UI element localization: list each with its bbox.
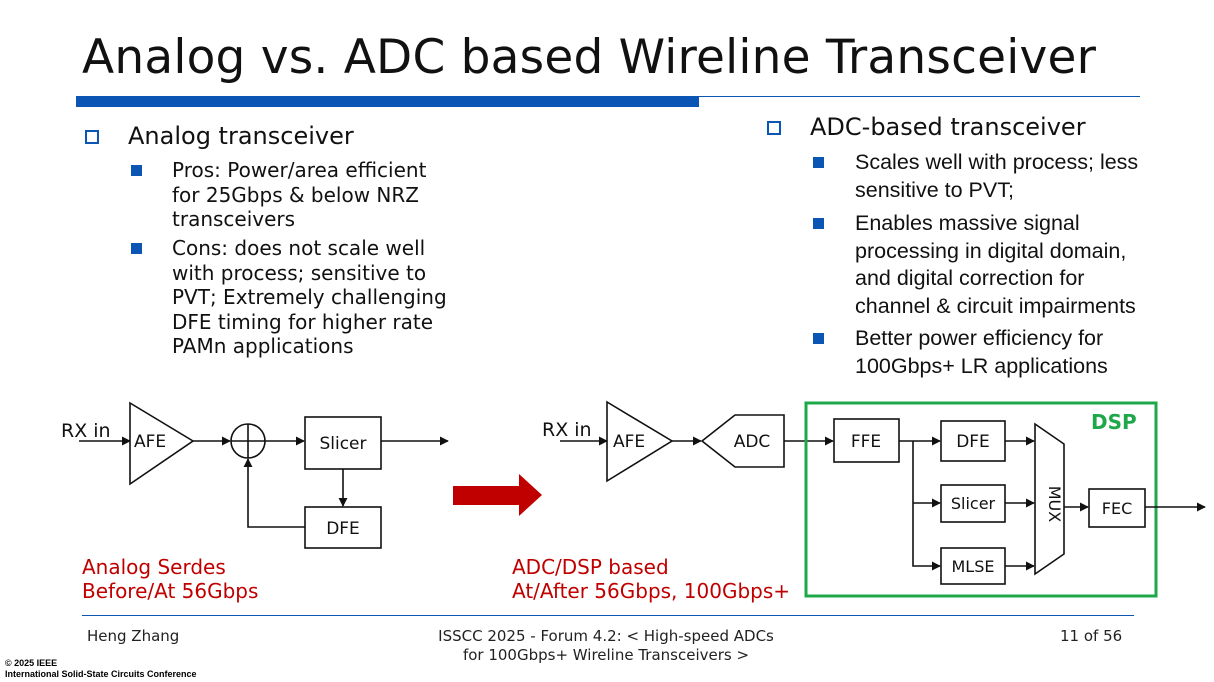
footer-divider	[82, 615, 1134, 616]
square-bullet-icon	[813, 333, 824, 344]
right-bullet-dsp: Enables massive signal processing in dig…	[855, 211, 1136, 318]
footer-conference-line2: for 100Gbps+ Wireline Transceivers >	[462, 646, 750, 664]
fec-label: FEC	[1102, 499, 1132, 518]
adc-rx-in-label: RX in	[542, 419, 592, 441]
analog-diagram: RX in AFE Slicer DFE	[61, 401, 449, 549]
square-bullet-icon	[131, 243, 142, 254]
mux-block	[1034, 422, 1065, 576]
analog-caption-line1: Analog Serdes	[82, 555, 226, 579]
analog-feedback-path	[243, 458, 305, 528]
ffe-label: FFE	[851, 432, 881, 452]
analog-caption-line2: Before/At 56Gbps	[82, 579, 259, 603]
copyright-line1: © 2025 IEEE	[5, 658, 58, 668]
dsp-label: DSP	[1091, 410, 1137, 434]
right-bullet-power: Better power efficiency for 100Gbps+ LR …	[855, 326, 1108, 378]
analog-slicer-label: Slicer	[319, 434, 366, 454]
adc-diagram: RX in AFE ADC DSP FFE DFE Slicer MLSE MU…	[542, 400, 1206, 598]
title-underline-thin	[699, 96, 1140, 97]
dsp-dfe-label: DFE	[956, 432, 990, 452]
analog-afe-amplifier	[129, 401, 195, 486]
square-bullet-icon	[813, 218, 824, 229]
footer-author: Heng Zhang	[87, 627, 180, 645]
fec-block	[1088, 488, 1146, 528]
left-bullet-cons: Cons: does not scale well with process; …	[172, 236, 447, 358]
checkbox-bullet-icon	[767, 121, 781, 135]
dsp-dfe-block	[940, 420, 1006, 462]
left-bullet-pros: Pros: Power/area efficient for 25Gbps & …	[172, 158, 427, 231]
ffe-split-path	[912, 441, 941, 571]
adc-label: ADC	[734, 432, 771, 452]
dsp-boundary	[804, 401, 1158, 598]
left-heading: Analog transceiver	[128, 122, 354, 150]
dsp-slicer-label: Slicer	[951, 494, 996, 513]
analog-dfe-label: DFE	[326, 519, 360, 539]
mlse-block	[940, 547, 1006, 585]
footer-page-number: 11 of 56	[1060, 627, 1123, 645]
right-heading: ADC-based transceiver	[810, 113, 1086, 141]
right-bullet-scales: Scales well with process; less sensitive…	[855, 150, 1139, 202]
footer-conference-line1: ISSCC 2025 - Forum 4.2: < High-speed ADC…	[438, 627, 774, 645]
square-bullet-icon	[131, 165, 142, 176]
analog-slicer-block	[304, 416, 382, 470]
adc-afe-amplifier	[606, 400, 674, 483]
square-bullet-icon	[813, 157, 824, 168]
checkbox-bullet-icon	[85, 130, 99, 144]
analog-dfe-block	[304, 506, 382, 549]
title-underline-thick	[76, 96, 699, 107]
footer-conference: ISSCC 2025 - Forum 4.2: < High-speed ADC…	[386, 627, 826, 665]
adc-afe-label: AFE	[613, 432, 645, 452]
adc-caption-line1: ADC/DSP based	[512, 555, 669, 579]
transition-arrow-icon	[453, 474, 542, 516]
adc-caption-line2: At/After 56Gbps, 100Gbps+	[512, 579, 791, 603]
mux-label: MUX	[1045, 486, 1064, 523]
copyright-line2: International Solid-State Circuits Confe…	[5, 669, 197, 679]
analog-rx-in-label: RX in	[61, 420, 111, 442]
mlse-label: MLSE	[952, 557, 995, 576]
analog-afe-label: AFE	[134, 432, 166, 452]
slide-title: Analog vs. ADC based Wireline Transceive…	[82, 30, 1097, 85]
